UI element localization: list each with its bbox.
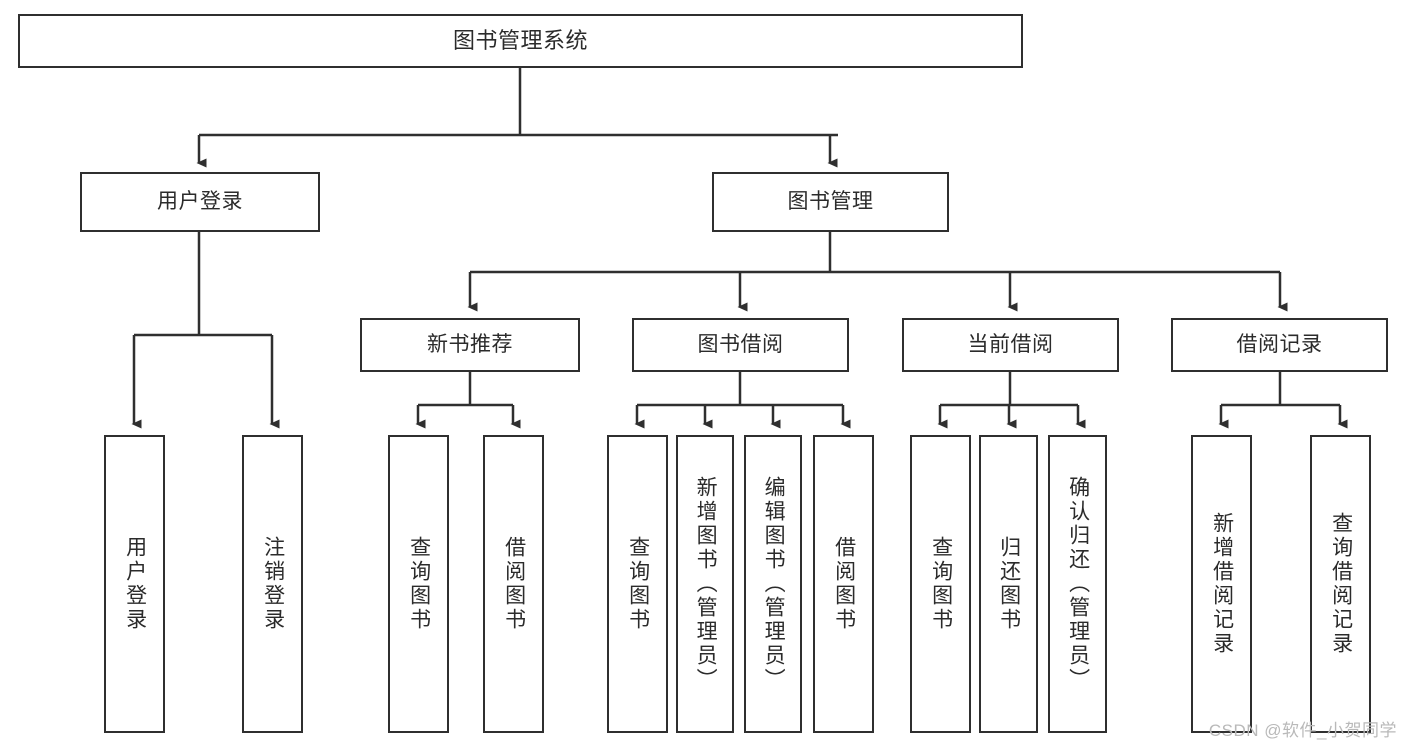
leaf-return-book[interactable]: 归还图书 [979, 435, 1038, 733]
leaf-borrow-book-1[interactable]: 借阅图书 [483, 435, 544, 733]
leaf-confirm-return[interactable]: 确认归还（管理员） [1048, 435, 1107, 733]
node-current-borrow[interactable]: 当前借阅 [902, 318, 1119, 372]
leaf-edit-book[interactable]: 编辑图书（管理员） [744, 435, 802, 733]
node-book-management[interactable]: 图书管理 [712, 172, 949, 232]
leaf-query-record[interactable]: 查询借阅记录 [1310, 435, 1371, 733]
leaf-query-book-2[interactable]: 查询图书 [607, 435, 668, 733]
node-user-login[interactable]: 用户登录 [80, 172, 320, 232]
node-new-book-recommend[interactable]: 新书推荐 [360, 318, 580, 372]
node-borrow-record[interactable]: 借阅记录 [1171, 318, 1388, 372]
leaf-query-book-1[interactable]: 查询图书 [388, 435, 449, 733]
node-book-borrow[interactable]: 图书借阅 [632, 318, 849, 372]
leaf-add-record[interactable]: 新增借阅记录 [1191, 435, 1252, 733]
leaf-add-book[interactable]: 新增图书（管理员） [676, 435, 734, 733]
leaf-borrow-book-2[interactable]: 借阅图书 [813, 435, 874, 733]
watermark-text: CSDN @软件_小贺同学 [1208, 721, 1397, 740]
leaf-user-login[interactable]: 用户登录 [104, 435, 165, 733]
leaf-logout-login[interactable]: 注销登录 [242, 435, 303, 733]
node-root-book-management-system[interactable]: 图书管理系统 [18, 14, 1023, 68]
leaf-query-book-3[interactable]: 查询图书 [910, 435, 971, 733]
